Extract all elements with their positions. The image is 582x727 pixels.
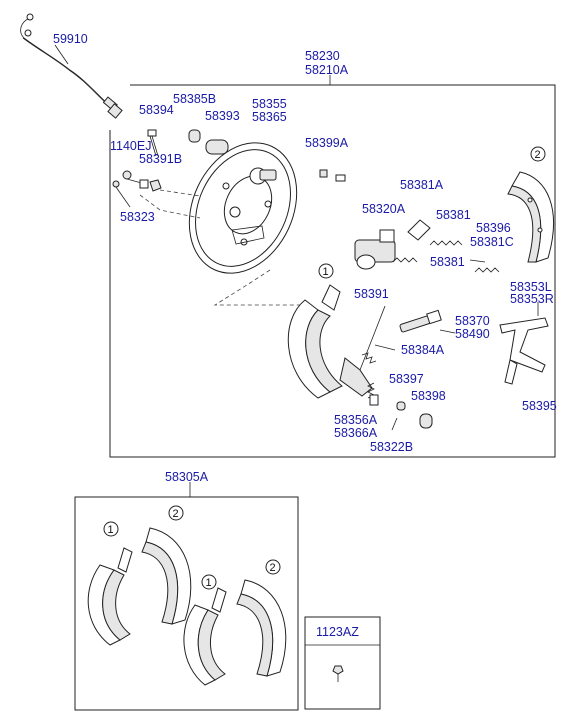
screw-kit-frame xyxy=(304,616,381,710)
nut-58391B-part xyxy=(149,179,162,192)
label-58391[interactable]: 58391 xyxy=(354,287,389,301)
shoe-kit-frame xyxy=(74,496,299,711)
label-58396[interactable]: 58396 xyxy=(476,221,511,235)
label-58490[interactable]: 58490 xyxy=(455,327,490,341)
label-58210A[interactable]: 58210A xyxy=(305,63,349,77)
label-58355[interactable]: 58355 xyxy=(252,97,287,111)
label-58395[interactable]: 58395 xyxy=(522,399,557,413)
kit-shoe-1-upper-part xyxy=(87,547,133,646)
label-58230[interactable]: 58230 xyxy=(305,49,340,63)
plug-58393-part xyxy=(205,139,229,155)
callout-2-main xyxy=(530,146,546,162)
wheel-cylinder-part xyxy=(354,229,396,270)
parking-lever-part xyxy=(339,357,373,397)
parking-cable-part xyxy=(20,13,123,119)
label-58320A[interactable]: 58320A xyxy=(362,202,406,216)
callout-1-text: 1 xyxy=(323,266,329,278)
bolt-58394-part xyxy=(147,129,159,157)
assembly-frame xyxy=(109,84,556,458)
kit-shoe-2-upper-part xyxy=(141,527,192,625)
label-58381C[interactable]: 58381C xyxy=(470,235,514,249)
strut-58391-part xyxy=(359,305,386,371)
plug-58385B-part xyxy=(188,129,201,143)
spring-58381-upper-part xyxy=(429,240,463,246)
brake-shoe-2-part xyxy=(507,171,554,263)
label-1123AZ[interactable]: 1123AZ xyxy=(316,625,359,639)
callout-1-main xyxy=(318,263,334,279)
kit-callout-1b: 1 xyxy=(206,577,212,589)
label-58398[interactable]: 58398 xyxy=(411,389,446,403)
kit-callout-1a: 1 xyxy=(108,524,114,536)
cup-58397-part xyxy=(396,401,406,411)
spring-58381-lower-part xyxy=(392,257,418,263)
label-58397[interactable]: 58397 xyxy=(389,372,424,386)
label-58381-lower[interactable]: 58381 xyxy=(430,255,465,269)
label-58381[interactable]: 58381 xyxy=(436,208,471,222)
bleeder-58399A-part xyxy=(319,169,346,182)
bolt-1140EJ-part xyxy=(122,170,149,189)
spring-58381A-part xyxy=(407,219,431,241)
callout-2-text: 2 xyxy=(535,149,541,161)
label-58393[interactable]: 58393 xyxy=(205,109,240,123)
spring-58356A-part xyxy=(367,382,379,406)
label-58384A[interactable]: 58384A xyxy=(401,343,445,357)
backing-plate-part xyxy=(188,142,298,274)
brake-shoe-1-part xyxy=(287,284,343,399)
label-58385B[interactable]: 58385B xyxy=(173,92,216,106)
label-58322B[interactable]: 58322B xyxy=(370,440,413,454)
label-58394[interactable]: 58394 xyxy=(139,103,174,117)
label-58353L[interactable]: 58353L xyxy=(510,280,552,294)
label-58305A[interactable]: 58305A xyxy=(165,470,209,484)
label-58323[interactable]: 58323 xyxy=(120,210,155,224)
adjuster-58370-part xyxy=(399,309,442,333)
label-58353R[interactable]: 58353R xyxy=(510,292,554,306)
label-58399A[interactable]: 58399A xyxy=(305,136,349,150)
kit-callout-2a: 2 xyxy=(173,508,179,520)
bolt-58323-part xyxy=(112,180,131,208)
cap-58398-part xyxy=(419,413,433,429)
bracket-58395-part xyxy=(499,317,549,385)
label-58365[interactable]: 58365 xyxy=(252,110,287,124)
label-58391B[interactable]: 58391B xyxy=(139,152,182,166)
spring-58381C-part xyxy=(474,267,500,273)
kit-callout-2b: 2 xyxy=(270,562,276,574)
kit-shoe-2-lower-part xyxy=(236,579,287,677)
screw-1123AZ-part xyxy=(332,665,344,682)
label-58356A[interactable]: 58356A xyxy=(334,413,378,427)
label-58370[interactable]: 58370 xyxy=(455,314,490,328)
label-1140EJ[interactable]: 1140EJ xyxy=(110,139,151,153)
label-59910[interactable]: 59910 xyxy=(53,32,88,46)
label-58381A[interactable]: 58381A xyxy=(400,178,444,192)
kit-shoe-1-lower-part xyxy=(183,587,227,686)
label-58366A[interactable]: 58366A xyxy=(334,426,378,440)
